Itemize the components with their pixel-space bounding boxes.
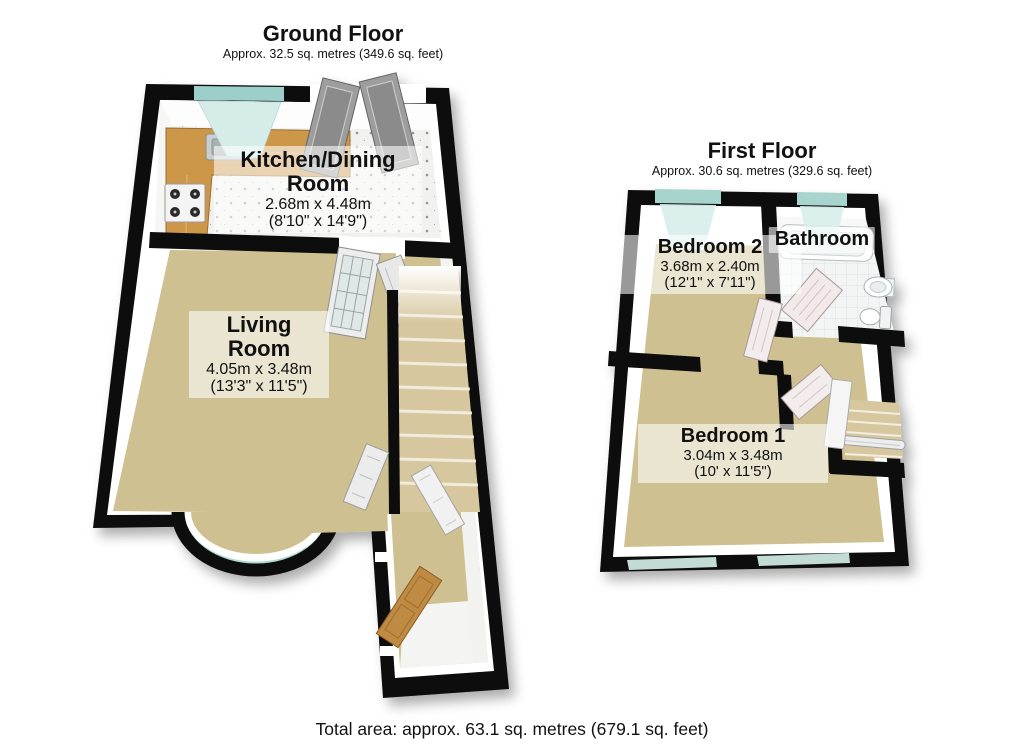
room-dims-imperial: (10' x 11'5") — [694, 463, 772, 481]
cupboard-door — [823, 378, 853, 450]
ground-floor-subtitle: Approx. 32.5 sq. metres (349.6 sq. feet) — [222, 47, 444, 62]
first-floor-title-text: First Floor — [707, 138, 817, 163]
room-dims-metric: 3.68m x 2.40m — [660, 257, 760, 275]
room-label-living: Living Room 4.05m x 3.48m (13'3" x 11'5"… — [189, 311, 329, 399]
front-door — [375, 565, 443, 649]
glazed-door — [323, 246, 381, 340]
kitchen-living-wall — [149, 232, 347, 254]
room-dims-metric: 3.04m x 3.48m — [683, 446, 783, 464]
toilet-icon — [859, 305, 892, 330]
room-dims-imperial: (13'3" x 11'5") — [210, 378, 308, 396]
bedroom1-windows — [627, 553, 850, 570]
room-dims-metric: 2.68m x 4.48m — [265, 195, 371, 213]
bedroom2-door — [743, 297, 783, 363]
room-label-kitchen: Kitchen/Dining Room 2.68m x 4.48m (8'10"… — [214, 146, 422, 234]
bedroom1-door — [780, 363, 840, 421]
room-dims-imperial: (12'1" x 7'11") — [664, 274, 756, 292]
room-name: Living Room — [226, 312, 292, 361]
hall-door-2 — [342, 443, 390, 511]
stair-banister — [387, 290, 400, 514]
ground-floor-title: Ground Floor Approx. 32.5 sq. metres (34… — [222, 21, 444, 62]
wash-basin-icon — [863, 276, 895, 298]
room-name: Bedroom 1 — [680, 425, 786, 447]
stove-icon — [164, 183, 206, 223]
room-name: Bedroom 2 — [657, 236, 763, 258]
staircase-ground — [387, 266, 480, 514]
room-dims-imperial: (8'10" x 14'9") — [268, 213, 368, 231]
staircase-first — [838, 399, 906, 459]
room-label-bedroom1: Bedroom 1 3.04m x 3.48m (10' x 11'5") — [638, 424, 828, 484]
total-area-text: Total area: approx. 63.1 sq. metres (679… — [315, 719, 709, 739]
hall-door — [410, 464, 466, 536]
room-dims-metric: 4.05m x 3.48m — [206, 360, 312, 378]
room-name: Kitchen/Dining Room — [240, 147, 396, 196]
first-floor-title: First Floor Approx. 30.6 sq. metres (329… — [651, 138, 873, 179]
first-floor-subtitle: Approx. 30.6 sq. metres (329.6 sq. feet) — [651, 164, 873, 179]
room-name: Bathroom — [774, 228, 870, 250]
room-label-bathroom: Bathroom — [768, 227, 876, 253]
hallway-floor — [400, 600, 488, 668]
ground-floor-title-text: Ground Floor — [262, 21, 404, 46]
bedroom-divider-wall — [608, 351, 701, 372]
